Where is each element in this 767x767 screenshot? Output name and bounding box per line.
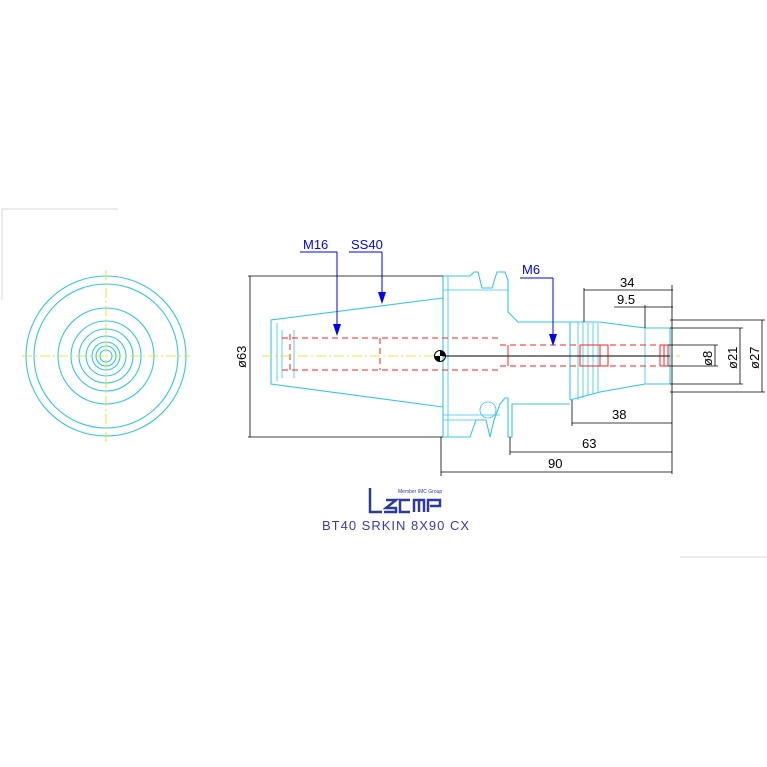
- dim-flange-diameter: ø63: [234, 346, 249, 368]
- dim-length-63: 63: [582, 436, 596, 451]
- dim-length-9-5: 9.5: [617, 292, 635, 307]
- end-view: [22, 270, 190, 442]
- callout-m16: M16: [303, 237, 328, 252]
- dim-length-34: 34: [620, 275, 634, 290]
- dim-length-90: 90: [548, 456, 562, 471]
- flange: [442, 271, 570, 438]
- dim-diameter-21: ø21: [725, 347, 740, 369]
- company-logo: [368, 488, 442, 514]
- sheet-border: [1, 208, 767, 558]
- nose-section: [569, 321, 671, 401]
- dim-bore-8: ø8: [700, 351, 715, 366]
- callout-m6: M6: [522, 262, 540, 277]
- dimension-lines: [248, 275, 765, 476]
- center-axis: [262, 350, 680, 362]
- dim-length-38: 38: [612, 407, 626, 422]
- hidden-bore: [282, 334, 669, 374]
- drawing-title: BT40 SRKIN 8X90 CX: [322, 518, 471, 533]
- taper-shank: [270, 297, 444, 408]
- callout-ss40: SS40: [351, 237, 383, 252]
- dim-diameter-27: ø27: [747, 347, 762, 369]
- callout-leaders: [300, 251, 557, 346]
- logo-tagline: Member IMC Group: [398, 489, 443, 495]
